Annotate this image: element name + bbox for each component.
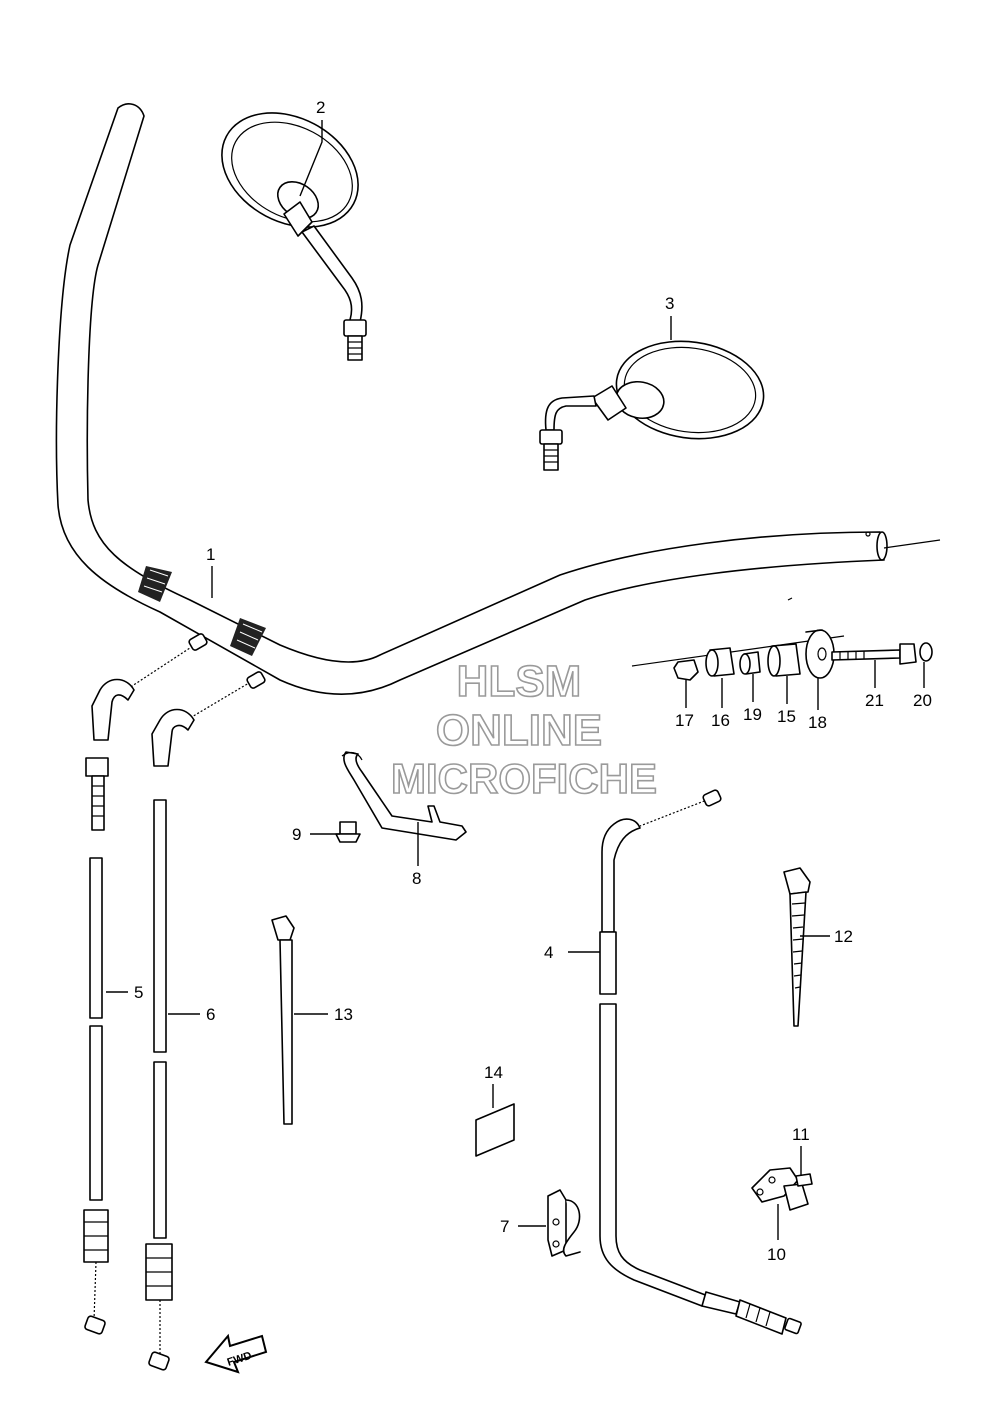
callout-3: 3: [665, 294, 674, 313]
knurl-band-right: [230, 618, 266, 656]
callout-6: 6: [206, 1005, 215, 1024]
callout-13: 13: [334, 1005, 353, 1024]
washer-20: [919, 642, 933, 662]
callout-19: 19: [743, 705, 762, 724]
throttle-cable-5: [83, 633, 208, 1335]
callout-8: 8: [412, 869, 421, 888]
mirror-left: [221, 112, 367, 361]
callout-15: 15: [777, 707, 796, 726]
callout-1: 1: [206, 545, 215, 564]
callout-14: 14: [484, 1063, 503, 1082]
callout-16: 16: [711, 711, 730, 730]
cushion-16: [705, 647, 735, 677]
callout-4: 4: [544, 943, 553, 962]
holder-10: [751, 1167, 809, 1211]
cable-guide-8: [341, 751, 467, 841]
callout-9: 9: [292, 825, 301, 844]
bolt-21: [831, 643, 917, 665]
spacer-19: [739, 651, 761, 675]
callout-20: 20: [913, 691, 932, 710]
callout-18: 18: [808, 713, 827, 732]
nut-17: [673, 659, 699, 681]
callout-21: 21: [865, 691, 884, 710]
watermark-line-2: ONLINE: [436, 706, 602, 755]
callout-labels: 1 2 3 4 5 6 7 8 9 10 11 12 13 14 15 16 1…: [134, 98, 932, 1264]
watermark-line-3: MICROFICHE: [391, 755, 657, 802]
callout-5: 5: [134, 983, 143, 1002]
callout-17: 17: [675, 711, 694, 730]
callout-2: 2: [316, 98, 325, 117]
clamp-7: [547, 1189, 581, 1257]
bolt-9: [335, 821, 361, 843]
fwd-arrow: FWD: [204, 1333, 268, 1374]
watermark-line-1: HLSM: [457, 657, 582, 706]
callout-11: 11: [792, 1125, 810, 1144]
cushion-15: [767, 643, 801, 677]
cable-tie-12: [783, 867, 811, 1027]
handlebar: [55, 103, 941, 696]
clutch-cable-4: [599, 789, 802, 1335]
watermark: HLSM ONLINE MICROFICHE: [390, 656, 658, 803]
cable-tie-13: [271, 915, 295, 1125]
throttle-cable-6: [145, 671, 266, 1371]
callout-10: 10: [767, 1245, 786, 1264]
leader-lines: [106, 120, 925, 1240]
label-sticker-14: [475, 1103, 515, 1157]
callout-7: 7: [500, 1217, 509, 1236]
callout-12: 12: [834, 927, 853, 946]
mirror-right: [539, 340, 765, 471]
weight-18: [805, 629, 835, 679]
knurl-band-left: [138, 566, 172, 602]
screw-11: [795, 1173, 813, 1187]
bar-end-parts: [631, 629, 933, 681]
